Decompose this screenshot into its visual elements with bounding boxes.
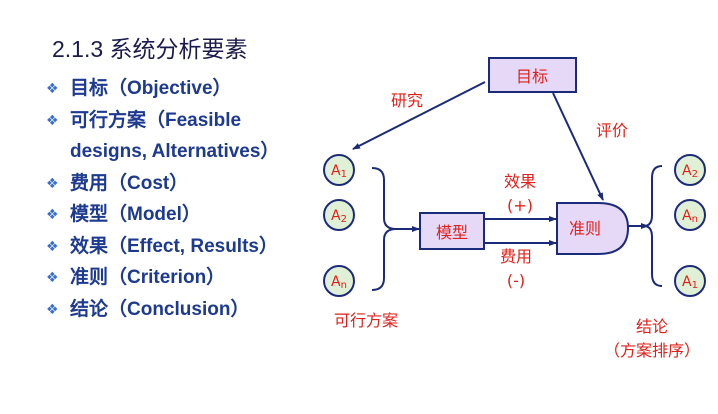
research-arrow [352, 81, 486, 150]
diamond-bullet-icon: ❖ [46, 300, 59, 317]
list-item: ❖效果（Effect, Results） [46, 231, 279, 263]
cost-label: 费用 [500, 247, 532, 266]
left-alternative-circle: A1 [323, 154, 355, 186]
effect-sign: (+) [507, 196, 533, 215]
cost-sign: (-) [507, 271, 525, 290]
diamond-bullet-icon: ❖ [46, 269, 59, 285]
alternative-label: A1 [682, 274, 698, 291]
diamond-bullet-icon: ❖ [46, 237, 59, 254]
right-alternative-circle: An [674, 199, 706, 231]
model-box [419, 212, 485, 250]
left-alternative-circle: A2 [323, 199, 355, 231]
alternatives-label: 可行方案 [334, 311, 398, 330]
diamond-bullet-icon: ❖ [46, 80, 59, 96]
diamond-bullet-icon: ❖ [46, 111, 59, 128]
evaluate-label: 评价 [596, 121, 628, 140]
diamond-bullet-icon: ❖ [46, 206, 59, 222]
list-item: ❖目标（Objective） [46, 73, 279, 105]
conclusion-label: 结论 [636, 317, 668, 336]
model-label: 模型 [436, 223, 468, 242]
evaluate-arrow [552, 92, 604, 201]
list-item: ❖准则（Criterion） [46, 262, 279, 294]
criterion-box [556, 202, 630, 255]
list-item: ❖结论（Conclusion） [46, 294, 279, 326]
alternative-label: A2 [682, 163, 698, 180]
right-alternative-circle: A2 [674, 154, 706, 186]
conclusion-sub-label: （方案排序） [604, 341, 700, 360]
list-item: ❖费用（Cost） [46, 168, 279, 200]
slide-title: 2.1.3 系统分析要素 [52, 36, 248, 62]
alternative-label: An [331, 274, 347, 291]
list-item: ❖模型（Model） [46, 199, 279, 231]
alternative-label: A2 [331, 208, 347, 225]
effect-label: 效果 [504, 172, 536, 191]
alternative-label: An [682, 208, 698, 225]
right-brace [643, 165, 663, 287]
research-label: 研究 [391, 91, 423, 110]
goal-label: 目标 [516, 67, 548, 86]
goal-box [488, 57, 577, 93]
alternative-label: A1 [331, 163, 347, 180]
criterion-label: 准则 [569, 219, 601, 238]
left-alternative-circle: An [323, 265, 355, 297]
right-alternative-circle: A1 [674, 265, 706, 297]
diamond-bullet-icon: ❖ [46, 174, 59, 191]
